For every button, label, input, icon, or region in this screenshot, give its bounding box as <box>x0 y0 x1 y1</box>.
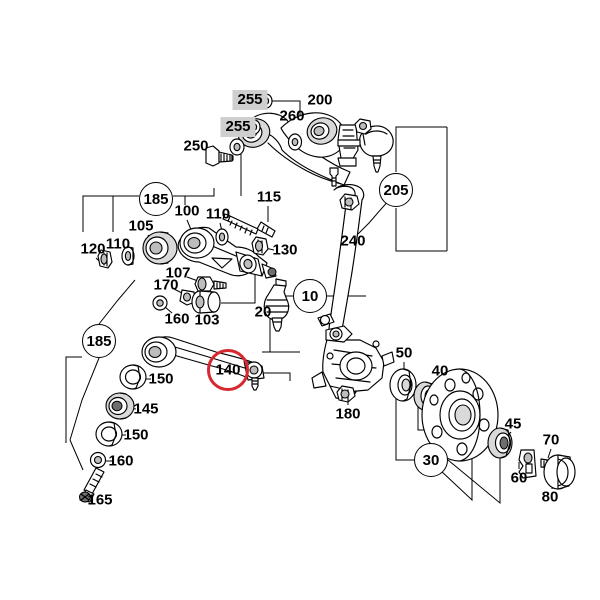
bubble-185-lower[interactable]: 185 <box>82 324 116 358</box>
callout-115[interactable]: 115 <box>256 188 282 206</box>
callout-145[interactable]: 145 <box>133 400 159 418</box>
callout-200[interactable]: 200 <box>307 91 333 109</box>
callout-70[interactable]: 70 <box>542 431 560 449</box>
callout-40[interactable]: 40 <box>431 362 449 380</box>
callout-250[interactable]: 250 <box>183 137 209 155</box>
callout-20[interactable]: 20 <box>254 303 272 321</box>
bubble-30[interactable]: 30 <box>414 443 448 477</box>
callout-165[interactable]: 165 <box>87 491 113 509</box>
callout-120[interactable]: 120 <box>80 240 106 258</box>
callout-80[interactable]: 80 <box>541 488 559 506</box>
callout-170[interactable]: 170 <box>153 276 179 294</box>
callout-110-a[interactable]: 110 <box>205 205 231 223</box>
callout-260[interactable]: 260 <box>279 107 305 125</box>
bubble-10[interactable]: 10 <box>293 279 327 313</box>
highlight-ring-140[interactable] <box>207 349 249 391</box>
bubble-185-upper[interactable]: 185 <box>139 182 173 216</box>
callout-140[interactable]: 140 <box>215 361 241 379</box>
callout-255-a[interactable]: 255 <box>232 90 268 110</box>
callout-150-a[interactable]: 150 <box>148 370 174 388</box>
callout-160-a[interactable]: 160 <box>164 310 190 328</box>
callout-60[interactable]: 60 <box>510 469 528 487</box>
callout-105[interactable]: 105 <box>128 217 154 235</box>
callout-103[interactable]: 103 <box>194 311 220 329</box>
callout-130[interactable]: 130 <box>272 241 298 259</box>
callout-110-b[interactable]: 110 <box>105 235 131 253</box>
callout-50[interactable]: 50 <box>395 344 413 362</box>
bubble-205[interactable]: 205 <box>379 173 413 207</box>
callout-45[interactable]: 45 <box>504 415 522 433</box>
callout-100[interactable]: 100 <box>174 202 200 220</box>
callout-150-b[interactable]: 150 <box>123 426 149 444</box>
callout-255-b[interactable]: 255 <box>220 117 256 137</box>
callout-180[interactable]: 180 <box>335 405 361 423</box>
callout-160-b[interactable]: 160 <box>108 452 134 470</box>
callout-240[interactable]: 240 <box>340 232 366 250</box>
callout-107[interactable]: 107 <box>165 264 191 282</box>
